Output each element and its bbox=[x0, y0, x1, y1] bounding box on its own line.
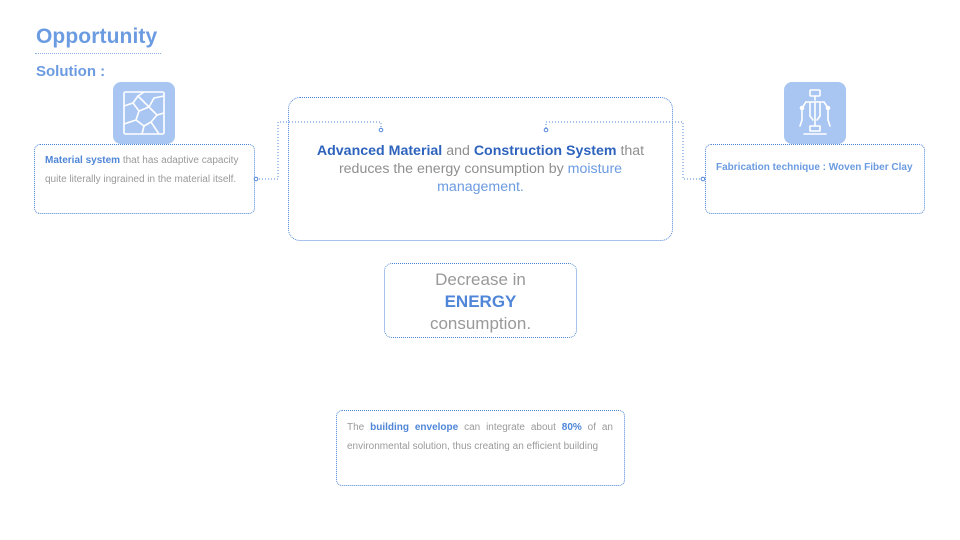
eighty-percent-highlight: 80% bbox=[561, 422, 582, 433]
connector-node-center-right bbox=[543, 127, 549, 133]
robotic-arm-tile bbox=[784, 82, 846, 144]
title-underline bbox=[35, 53, 161, 54]
left-connector bbox=[256, 121, 382, 180]
page-title: Opportunity bbox=[36, 25, 158, 48]
building-envelope-highlight: building envelope bbox=[370, 422, 459, 433]
solution-connector-text: and bbox=[442, 143, 474, 159]
envelope-text-prefix: The bbox=[347, 422, 371, 433]
energy-line-consumption: consumption. bbox=[429, 314, 532, 333]
material-system-highlight: Material system bbox=[45, 155, 121, 166]
energy-line-energy: ENERGY bbox=[444, 292, 517, 311]
material-system-text: that has adaptive capacity quite literal… bbox=[45, 155, 239, 185]
connector-node-right bbox=[700, 176, 706, 182]
energy-line-decrease: Decrease in bbox=[435, 270, 526, 289]
advanced-material-highlight: Advanced Material bbox=[316, 143, 443, 159]
connector-node-center-left bbox=[378, 127, 384, 133]
robotic-arm-icon bbox=[799, 89, 831, 135]
moisture-management-highlight: moisture management. bbox=[437, 161, 623, 195]
solution-card: Advanced Material and Construction Syste… bbox=[288, 97, 673, 241]
envelope-text-suffix: of an environmental solution, thus creat… bbox=[347, 422, 613, 452]
fabrication-technique-text: Fabrication technique : Woven Fiber Clay bbox=[716, 162, 913, 173]
fabrication-card: Fabrication technique : Woven Fiber Clay bbox=[705, 144, 925, 214]
cracked-material-icon bbox=[123, 91, 165, 135]
material-system-card: Material system that has adaptive capaci… bbox=[34, 144, 255, 214]
envelope-text-middle: can integrate about bbox=[458, 422, 562, 433]
construction-system-highlight: Construction System bbox=[473, 143, 617, 159]
cracked-material-tile bbox=[113, 82, 175, 144]
energy-card: Decrease in ENERGY consumption. bbox=[384, 263, 577, 338]
section-subtitle: Solution : bbox=[36, 63, 106, 80]
right-connector bbox=[545, 121, 703, 180]
building-envelope-card: The building envelope can integrate abou… bbox=[336, 410, 625, 486]
solution-body-text: that reduces the energy consumption by bbox=[338, 143, 645, 177]
